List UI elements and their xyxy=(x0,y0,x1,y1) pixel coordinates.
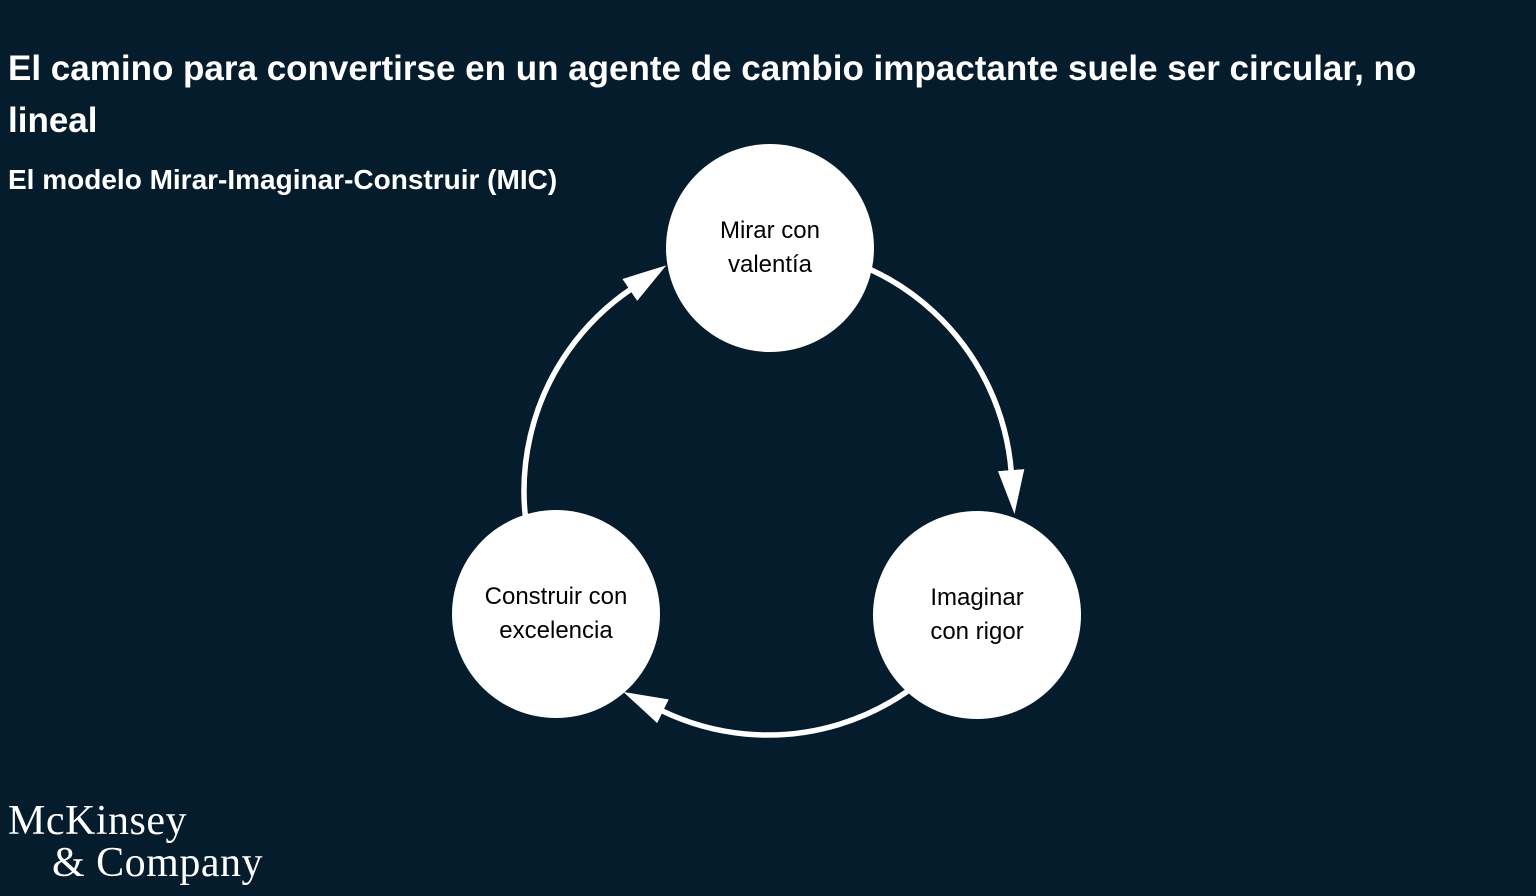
node-label-mirar-line2: valentía xyxy=(727,251,813,278)
page-subtitle: El modelo Mirar-Imaginar-Construir (MIC) xyxy=(8,164,558,196)
node-label-mirar: Mirar con valentía xyxy=(720,214,820,282)
node-circle-construir xyxy=(452,510,660,718)
node-circle-mirar xyxy=(666,144,874,352)
node-circle-imaginar xyxy=(873,511,1081,719)
page-title: El camino para convertirse en un agente … xyxy=(8,49,1417,141)
node-label-mirar-line1: Mirar con xyxy=(719,217,821,244)
mckinsey-logo: McKinsey & Company xyxy=(8,800,263,884)
node-label-construir-line1: Construir con xyxy=(484,583,628,610)
node-label-construir: Construir con excelencia xyxy=(485,580,628,648)
node-label-imaginar: Imaginar con rigor xyxy=(930,581,1023,649)
node-label-construir-line2: excelencia xyxy=(499,617,613,644)
logo-line1: McKinsey xyxy=(8,798,187,844)
node-label-imaginar-line1: Imaginar xyxy=(930,584,1024,611)
logo-line2: & Company xyxy=(52,840,263,886)
node-label-imaginar-line2: con rigor xyxy=(930,618,1024,645)
